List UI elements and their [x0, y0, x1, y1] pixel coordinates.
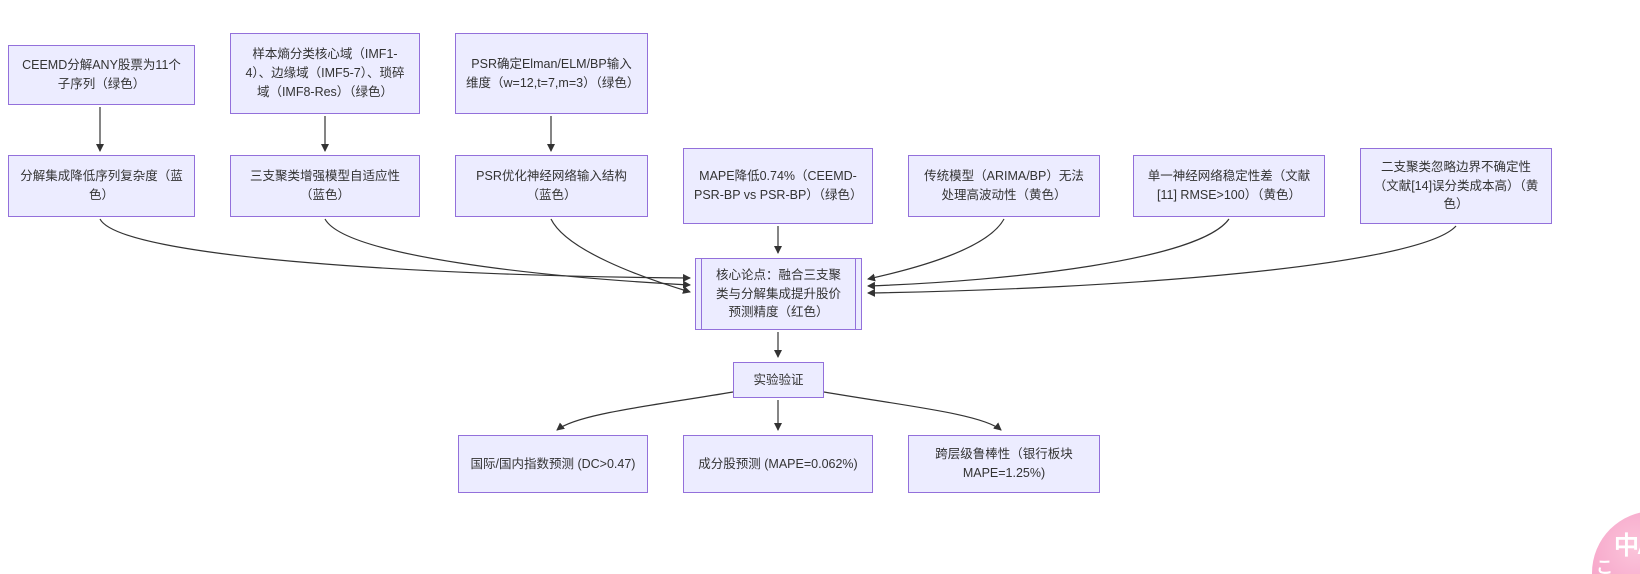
- node-psr-optimize: PSR优化神经网络输入结构（蓝色）: [455, 155, 648, 217]
- edge-twoway-to-core: [867, 225, 1457, 297]
- node-ceemd-decompose: CEEMD分解ANY股票为11个子序列（绿色）: [8, 45, 195, 105]
- node-sample-entropy: 样本熵分类核心域（IMF1-4）、边缘域（IMF5-7）、琐碎域（IMF8-Re…: [230, 33, 420, 114]
- node-core-thesis: 核心论点：融合三支聚类与分解集成提升股价预测精度（红色）: [695, 258, 862, 330]
- node-traditional-limit: 传统模型（ARIMA/BP）无法处理高波动性（黄色）: [908, 155, 1100, 217]
- node-decomp-complexity: 分解集成降低序列复杂度（蓝色）: [8, 155, 195, 217]
- translate-badge-zh-en-label: 中A: [1614, 532, 1640, 560]
- node-psr-input-dim: PSR确定Elman/ELM/BP输入维度（w=12,t=7,m=3）（绿色）: [455, 33, 648, 114]
- node-robustness: 跨层级鲁棒性（银行板块 MAPE=1.25%): [908, 435, 1100, 493]
- translate-badge-kana-label: こ: [1596, 558, 1613, 574]
- edge-complexity-to-core: [99, 218, 691, 282]
- edge-experiment-to-robustness: [823, 391, 1002, 431]
- edge-experiment-to-index: [556, 391, 734, 431]
- edge-adaptive-to-core: [324, 218, 691, 289]
- node-mape-reduce: MAPE降低0.74%（CEEMD-PSR-BP vs PSR-BP）（绿色）: [683, 148, 873, 224]
- node-two-way-limit: 二支聚类忽略边界不确定性（文献[14]误分类成本高）（黄色）: [1360, 148, 1552, 224]
- node-constituent-prediction: 成分股预测 (MAPE=0.062%): [683, 435, 873, 493]
- node-single-nn-unstable: 单一神经网络稳定性差（文献[11] RMSE>100）（黄色）: [1133, 155, 1325, 217]
- translate-badge[interactable]: 中A こ: [1592, 511, 1640, 574]
- core-thesis-label: 核心论点：融合三支聚类与分解集成提升股价预测精度（红色）: [715, 267, 841, 320]
- node-three-way-adaptive: 三支聚类增强模型自适应性（蓝色）: [230, 155, 420, 217]
- node-index-prediction: 国际/国内指数预测 (DC>0.47): [458, 435, 648, 493]
- edge-singlenn-to-core: [867, 218, 1230, 290]
- edge-traditional-to-core: [867, 218, 1005, 282]
- node-experiment: 实验验证: [733, 362, 824, 398]
- inner-border-left: [701, 259, 702, 329]
- inner-border-right: [855, 259, 856, 329]
- edge-psropt-to-core: [550, 218, 691, 294]
